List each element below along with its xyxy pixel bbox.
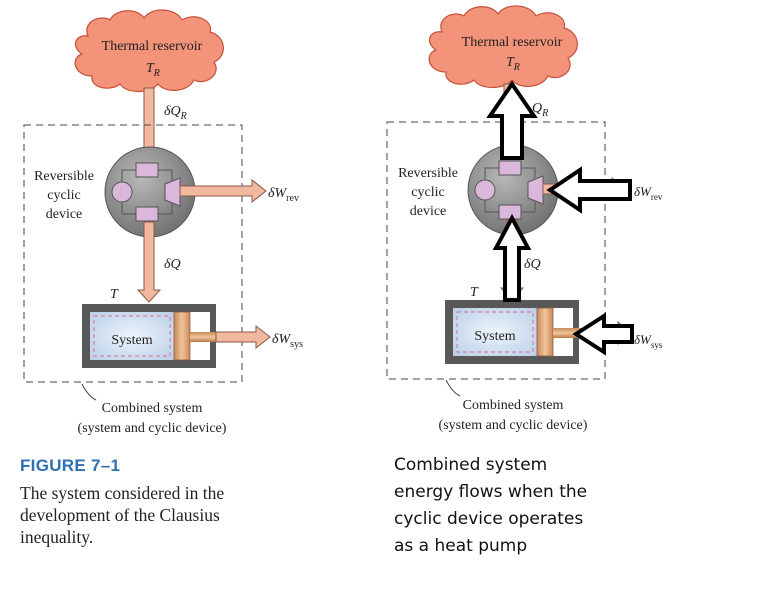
right-work-sys-label: δWsys [634,332,663,350]
right-device-label-3: device [410,204,447,219]
right-caption: Combined system energy flows when the cy… [394,452,624,560]
left-device-label-3: device [46,207,83,222]
figure-caption: The system considered in the development… [20,482,290,548]
left-piston-rod [190,332,220,342]
right-caption-line: as a heat pump [394,536,528,556]
overlay-work-sys-in-arrow [572,312,634,356]
left-device-label-1: Reversible [34,169,94,184]
left-heat-out-arrow [136,221,162,303]
left-device-label-2: cyclic [47,188,80,203]
right-reservoir-temp: TR [506,55,520,73]
right-system-temp: T [470,285,479,300]
left-diagram: Thermal reservoir TR δQR Reversible cycl… [23,9,303,436]
right-heat-low-label: δQ [524,257,541,272]
right-reservoir-cloud [428,5,578,89]
right-device-internals [474,160,544,220]
left-cylinder [82,304,220,368]
overlay-heat-low-up-arrow [492,213,532,302]
right-reservoir-label: Thermal reservoir [462,35,563,50]
left-reservoir-temp: TR [146,61,160,79]
figure-caption-line: The system considered in the [20,483,225,503]
right-caption-line: Combined system [394,455,548,475]
left-work-rev-arrow [179,178,267,204]
right-device-label-2: cyclic [411,185,444,200]
left-device-internals [111,162,181,222]
left-reservoir-label: Thermal reservoir [102,39,203,54]
overlay-work-rev-in-arrow [546,166,632,214]
figure-caption-line: inequality. [20,527,94,547]
right-work-rev-label: δWrev [634,184,663,202]
right-caption-line: cyclic device operates [394,509,584,529]
right-device-label-1: Reversible [398,166,458,181]
left-heat-out-label: δQ [164,257,181,272]
right-piston-rod [553,328,585,338]
left-system-region [90,312,174,360]
right-system-region [453,308,537,356]
right-combined-boundary [386,121,606,380]
left-combined-label: Combined system [102,401,203,416]
right-combined-sub-label: (system and cyclic device) [439,418,588,433]
right-diagram: Thermal reservoir TR QR Reversible cycli… [386,5,663,433]
left-work-rev-label: δWrev [268,186,299,204]
left-system-temp: T [110,287,119,302]
left-system-label: System [111,333,152,348]
left-combined-leader [81,383,97,401]
left-combined-sub-label: (system and cyclic device) [78,421,227,436]
left-reservoir-cloud [74,9,224,93]
overlay-heat-up-arrow [486,80,538,160]
right-caption-line: energy flows when the [394,482,588,502]
right-combined-label: Combined system [463,398,564,413]
left-piston [173,311,191,361]
left-work-sys-arrow [215,324,271,350]
left-work-sys-label: δWsys [272,332,303,350]
right-system-label: System [474,329,515,344]
left-heat-in-label: δQR [164,104,187,122]
right-piston [536,307,554,357]
right-cylinder [445,300,585,364]
figure-title: FIGURE 7–1 [20,456,121,475]
right-heat-label: QR [532,101,548,119]
right-combined-leader [445,379,461,397]
figure-caption-line: development of the Clausius [20,505,220,525]
left-combined-boundary [23,124,243,383]
